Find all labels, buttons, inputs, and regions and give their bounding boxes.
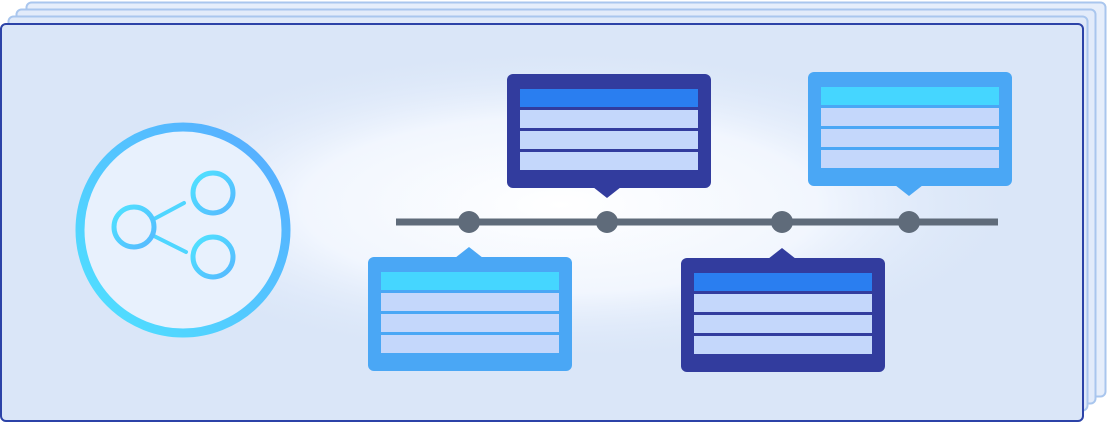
share-nodes-icon	[75, 122, 291, 338]
card-above-2-row-2	[821, 129, 999, 147]
timeline-point-1	[458, 211, 480, 233]
card-above-1-row-1	[520, 110, 698, 128]
card-below-1-header-bar	[381, 272, 559, 290]
timeline-point-2	[596, 211, 618, 233]
card-below-2-row-1	[694, 294, 872, 312]
card-above-1-pointer	[593, 187, 621, 198]
card-above-2-header-bar	[821, 87, 999, 105]
card-below-1	[368, 247, 572, 371]
card-above-2-row-3	[821, 150, 999, 168]
icon-node-left	[111, 204, 157, 250]
cards-layer	[368, 72, 1012, 372]
timeline-point-3	[771, 211, 793, 233]
card-below-2-pointer	[768, 248, 796, 259]
icon-connector-bottom	[152, 234, 188, 254]
card-below-1-pointer	[455, 247, 483, 258]
card-below-1-row-1	[381, 293, 559, 311]
points-layer	[458, 211, 920, 233]
card-below-1-row-2	[381, 314, 559, 332]
timeline-point-4	[898, 211, 920, 233]
icon-ring	[75, 122, 291, 338]
card-below-2	[681, 248, 885, 372]
card-above-1-row-2	[520, 131, 698, 149]
card-above-2-row-1	[821, 108, 999, 126]
icon-node-top	[190, 170, 236, 216]
icon-connector-top	[152, 201, 186, 221]
card-above-1-header-bar	[520, 89, 698, 107]
main-frame-border	[0, 23, 1084, 422]
card-above-1	[507, 74, 711, 198]
card-above-1-row-3	[520, 152, 698, 170]
card-below-2-row-2	[694, 315, 872, 333]
card-above-2-pointer	[895, 185, 923, 196]
card-above-2	[808, 72, 1012, 196]
card-below-2-row-3	[694, 336, 872, 354]
icon-node-bottom	[190, 234, 236, 280]
card-below-2-header-bar	[694, 273, 872, 291]
card-below-1-row-3	[381, 335, 559, 353]
